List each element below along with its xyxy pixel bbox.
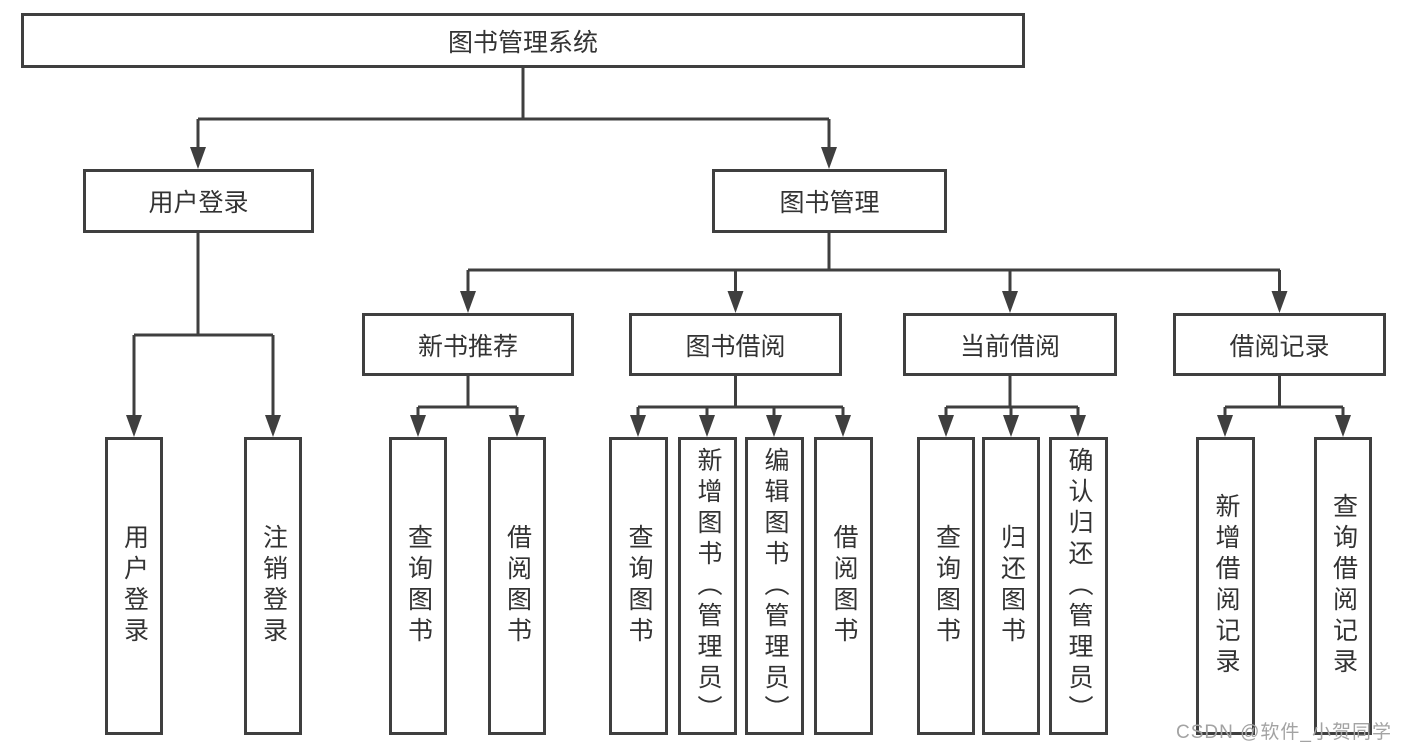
leaf-query-books-borrow: 查询图书 bbox=[609, 437, 668, 735]
leaf-label: 查询借阅记录 bbox=[1329, 493, 1358, 679]
leaf-query-borrow-record: 查询借阅记录 bbox=[1314, 437, 1372, 735]
leaf-confirm-return-admin: 确认归还（管理员） bbox=[1049, 437, 1108, 735]
leaf-label: 借阅图书 bbox=[830, 524, 858, 648]
leaf-label: 查询图书 bbox=[625, 524, 653, 648]
node-new-book-recommend: 新书推荐 bbox=[362, 313, 574, 376]
node-root: 图书管理系统 bbox=[21, 13, 1025, 68]
node-book-borrow: 图书借阅 bbox=[629, 313, 842, 376]
leaf-return-books: 归还图书 bbox=[982, 437, 1040, 735]
leaf-label: 借阅图书 bbox=[503, 524, 532, 648]
leaf-label: 新增图书（管理员） bbox=[694, 446, 722, 726]
leaf-user-login: 用户登录 bbox=[105, 437, 163, 735]
leaf-query-books-current: 查询图书 bbox=[917, 437, 975, 735]
node-book-management: 图书管理 bbox=[712, 169, 947, 233]
node-current-borrow: 当前借阅 bbox=[903, 313, 1117, 376]
leaf-label: 确认归还（管理员） bbox=[1065, 446, 1093, 726]
leaf-edit-books-admin: 编辑图书（管理员） bbox=[745, 437, 804, 735]
node-user-login: 用户登录 bbox=[83, 169, 314, 233]
leaf-logout: 注销登录 bbox=[244, 437, 302, 735]
leaf-label: 编辑图书（管理员） bbox=[761, 446, 789, 726]
leaf-add-borrow-record: 新增借阅记录 bbox=[1196, 437, 1255, 735]
leaf-add-books-admin: 新增图书（管理员） bbox=[678, 437, 737, 735]
leaf-label: 用户登录 bbox=[120, 524, 149, 648]
leaf-query-books-recommend: 查询图书 bbox=[389, 437, 447, 735]
leaf-label: 查询图书 bbox=[932, 524, 961, 648]
leaf-label: 查询图书 bbox=[404, 524, 433, 648]
leaf-label: 归还图书 bbox=[997, 524, 1026, 648]
leaf-borrow-books-recommend: 借阅图书 bbox=[488, 437, 546, 735]
leaf-label: 注销登录 bbox=[259, 524, 288, 648]
leaf-borrow-books: 借阅图书 bbox=[814, 437, 873, 735]
node-borrow-records: 借阅记录 bbox=[1173, 313, 1386, 376]
watermark: CSDN @软件_小贺同学 bbox=[1176, 722, 1392, 743]
leaf-label: 新增借阅记录 bbox=[1212, 493, 1240, 679]
